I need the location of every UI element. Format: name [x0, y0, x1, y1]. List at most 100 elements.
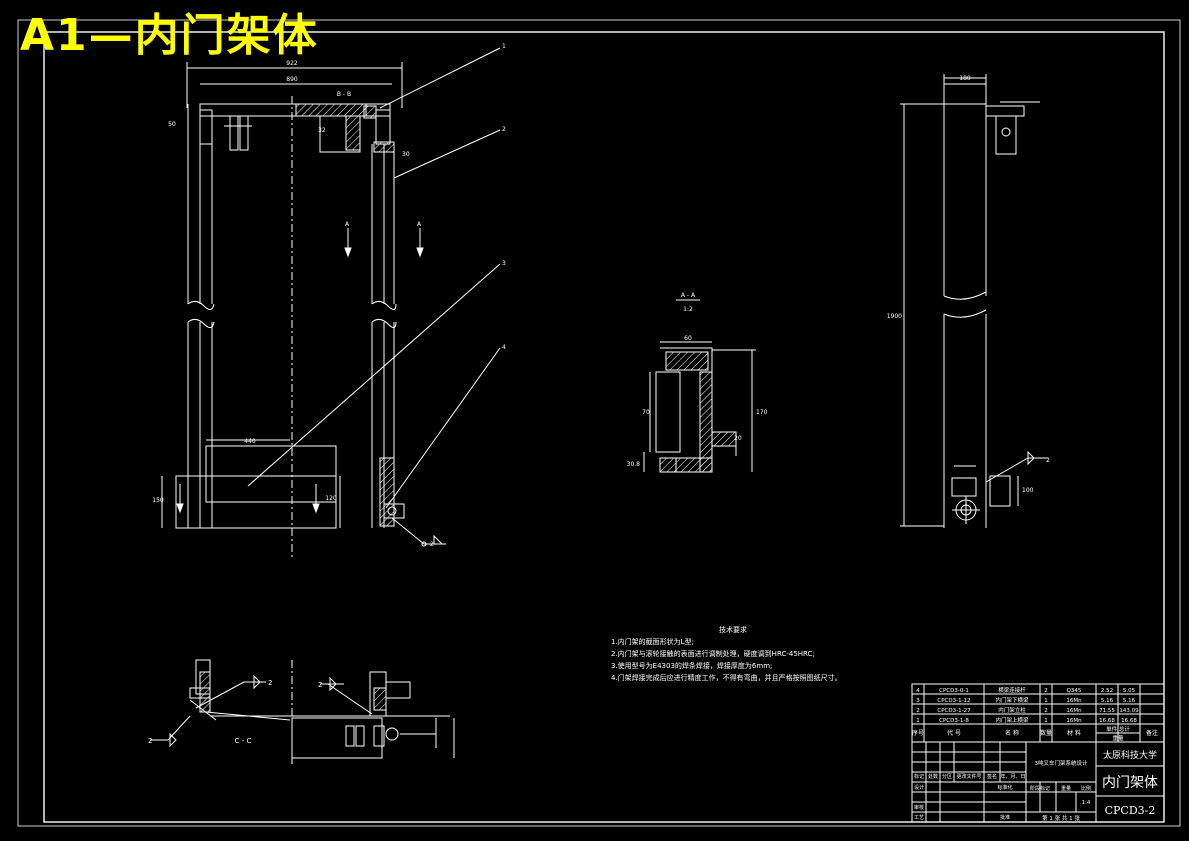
- tb-cell-stage: 阶段标记: [1030, 785, 1050, 792]
- part-label-4: 4: [502, 344, 506, 351]
- tech-item-4: 4.门架焊接完成后应进行精度工作，不得有弯曲，并且严格按照图纸尺寸。: [611, 674, 842, 682]
- bom-cell-material: 16Mn: [1066, 718, 1082, 724]
- bom-header-qty: 数量: [1040, 729, 1052, 737]
- bom-cell-no: 1: [916, 718, 920, 724]
- bom-cell-qty: 2: [1044, 708, 1048, 714]
- bom-header-no: 序号: [912, 729, 924, 737]
- tb-cell-review: 审核: [914, 804, 924, 811]
- dim-top-inner: 890: [286, 76, 298, 83]
- tech-requirements: 技术要求 1.内门架的截面形状为L型; 2.内门架与滚轮接触的表面进行调制处理，…: [611, 624, 842, 684]
- weld-symbol-c1: 2: [268, 679, 272, 687]
- section-a-a-scale: 1:2: [683, 306, 693, 313]
- dim-lower-left-h: 150: [152, 497, 164, 504]
- bom-cell-material: Q345: [1067, 688, 1082, 694]
- bom-header-name: 名 称: [1005, 729, 1019, 737]
- dim-section-flange: 20: [734, 435, 742, 442]
- drawing-scale: 1:4: [1082, 800, 1091, 806]
- dim-section-h-right: 170: [756, 409, 768, 416]
- weld-symbol-c2: 2: [148, 737, 152, 745]
- bom-cell-code: CPCD3-1-8: [939, 718, 969, 724]
- dim-side-top: 180: [959, 75, 971, 82]
- part-label-1: 1: [502, 43, 506, 50]
- bom-cell-total: 5.16: [1123, 698, 1136, 704]
- bom-cell-name: 内门架立柱: [998, 706, 1026, 714]
- side-view: [900, 74, 1048, 528]
- dim-lower-block-h: 120: [325, 495, 337, 502]
- tb-cell-change: 更改文件号: [956, 773, 981, 780]
- bom-header-code: 代 号: [947, 729, 961, 737]
- tb-cell-count: 处数: [928, 773, 938, 780]
- detail-c-c-labels: C - C 2 2 2: [148, 679, 322, 745]
- dim-top-overall: 922: [286, 60, 298, 67]
- section-a-a-view: [643, 299, 756, 473]
- dim-lower-block: 440: [244, 438, 256, 445]
- bom-cell-code: CPCD3-0-1: [939, 688, 969, 694]
- bom-cell-code: CPCD3-1-12: [937, 698, 970, 704]
- bom-cell-qty: 1: [1044, 698, 1048, 704]
- dim-section-w: 60: [684, 335, 692, 342]
- sheet-inner-border: [43, 31, 1165, 823]
- dim-bracket-b: 30: [402, 151, 410, 158]
- bom-cell-name: 内门架上横梁: [995, 716, 1029, 724]
- sheet-count: 第 1 张 共 1 张: [1042, 814, 1080, 822]
- title-block-text: 序号 代 号 名 称 数量 材 料 单件 总计 重量 备注 太原科技大学 3吨叉…: [912, 725, 1158, 822]
- tb-cell-sign: 签名: [987, 773, 997, 780]
- bom-cell-total: 5.05: [1123, 688, 1136, 694]
- tech-item-1: 1.内门架的截面形状为L型;: [611, 638, 694, 646]
- tech-item-3: 3.使用型号为E4303的焊条焊接，焊接厚度为6mm;: [611, 662, 773, 670]
- tb-cell-date: 年、月、日: [1000, 773, 1025, 780]
- bom-header-note: 备注: [1146, 729, 1158, 737]
- weld-symbol-c3: 2: [318, 681, 322, 689]
- dim-section-h-left: 70: [642, 409, 650, 416]
- front-view-labels: 922 890 B - B 50 32 30 A A 440 150 120 1…: [152, 43, 506, 548]
- bom-cell-no: 3: [916, 698, 920, 704]
- bom-cell-total: 143.09: [1119, 708, 1139, 714]
- bom-header-weight-sub: 重量: [1112, 734, 1124, 742]
- bom-cell-unit: 71.55: [1099, 708, 1115, 714]
- section-a-left: A: [345, 221, 350, 228]
- front-view: [161, 47, 501, 560]
- school-name: 太原科技大学: [1103, 749, 1157, 761]
- bom-header-weight: 单件 总计: [1106, 725, 1130, 733]
- dim-top-left: 50: [168, 121, 176, 128]
- dim-bracket-a: 32: [318, 127, 326, 134]
- part-label-3: 3: [502, 260, 506, 267]
- tb-cell-design: 设计: [914, 784, 924, 791]
- bom-cell-name: 横梁连接杆: [998, 686, 1026, 694]
- bom-cell-unit: 2.52: [1101, 688, 1113, 694]
- sheet-outer-border: [17, 19, 1181, 827]
- drawing-code: CPCD3-2: [1105, 804, 1156, 817]
- bom-cell-unit: 5.16: [1101, 698, 1114, 704]
- side-view-labels: 180 1900 100 2: [887, 75, 1050, 494]
- tb-cell-approve: 批准: [1000, 814, 1010, 821]
- tech-requirements-heading: 技术要求: [719, 626, 747, 634]
- bom-cell-material: 16Mn: [1066, 698, 1082, 704]
- bom-cell-total: 16.68: [1121, 718, 1137, 724]
- tb-cell-mark: 标记: [914, 773, 924, 780]
- section-a-a-labels: A - A 1:2 60 70 170 20 30.8: [627, 292, 768, 468]
- part-label-2: 2: [502, 126, 506, 133]
- bom-cell-code: CPCD3-1-27: [937, 708, 971, 714]
- bom-table: 4 CPCD3-0-1 横梁连接杆 2 Q345 2.52 5.05 3 CPCD3-1-12 内…: [916, 686, 1139, 724]
- tb-cell-zone: 分区: [942, 773, 952, 780]
- tb-cell-process: 工艺: [914, 815, 924, 821]
- bom-cell-qty: 1: [1044, 718, 1048, 724]
- tb-cell-scale: 比例: [1081, 785, 1091, 792]
- bom-header-material: 材 料: [1067, 729, 1081, 737]
- drawing-name: 内门架体: [1102, 775, 1158, 791]
- dim-side-height: 1900: [887, 313, 902, 320]
- tech-item-2: 2.内门架与滚轮接触的表面进行调制处理，硬度调到HRC-45HRC;: [611, 650, 815, 658]
- bom-cell-material: 16Mn: [1066, 708, 1082, 714]
- bom-cell-name: 内门架下横梁: [995, 696, 1029, 704]
- bom-cell-no: 4: [916, 688, 920, 694]
- weld-symbol-bottom: 2: [430, 541, 434, 548]
- detail-c-c-title: C - C: [235, 737, 252, 745]
- tb-cell-weight: 重量: [1061, 785, 1071, 792]
- section-a-right: A: [417, 221, 422, 228]
- project-name: 3吨叉车门架系统设计: [1035, 759, 1088, 767]
- detail-c-c-view: [150, 659, 455, 766]
- bom-cell-no: 2: [916, 708, 920, 714]
- bom-cell-qty: 2: [1044, 688, 1048, 694]
- sheet-title: A1—内门架体: [20, 10, 319, 61]
